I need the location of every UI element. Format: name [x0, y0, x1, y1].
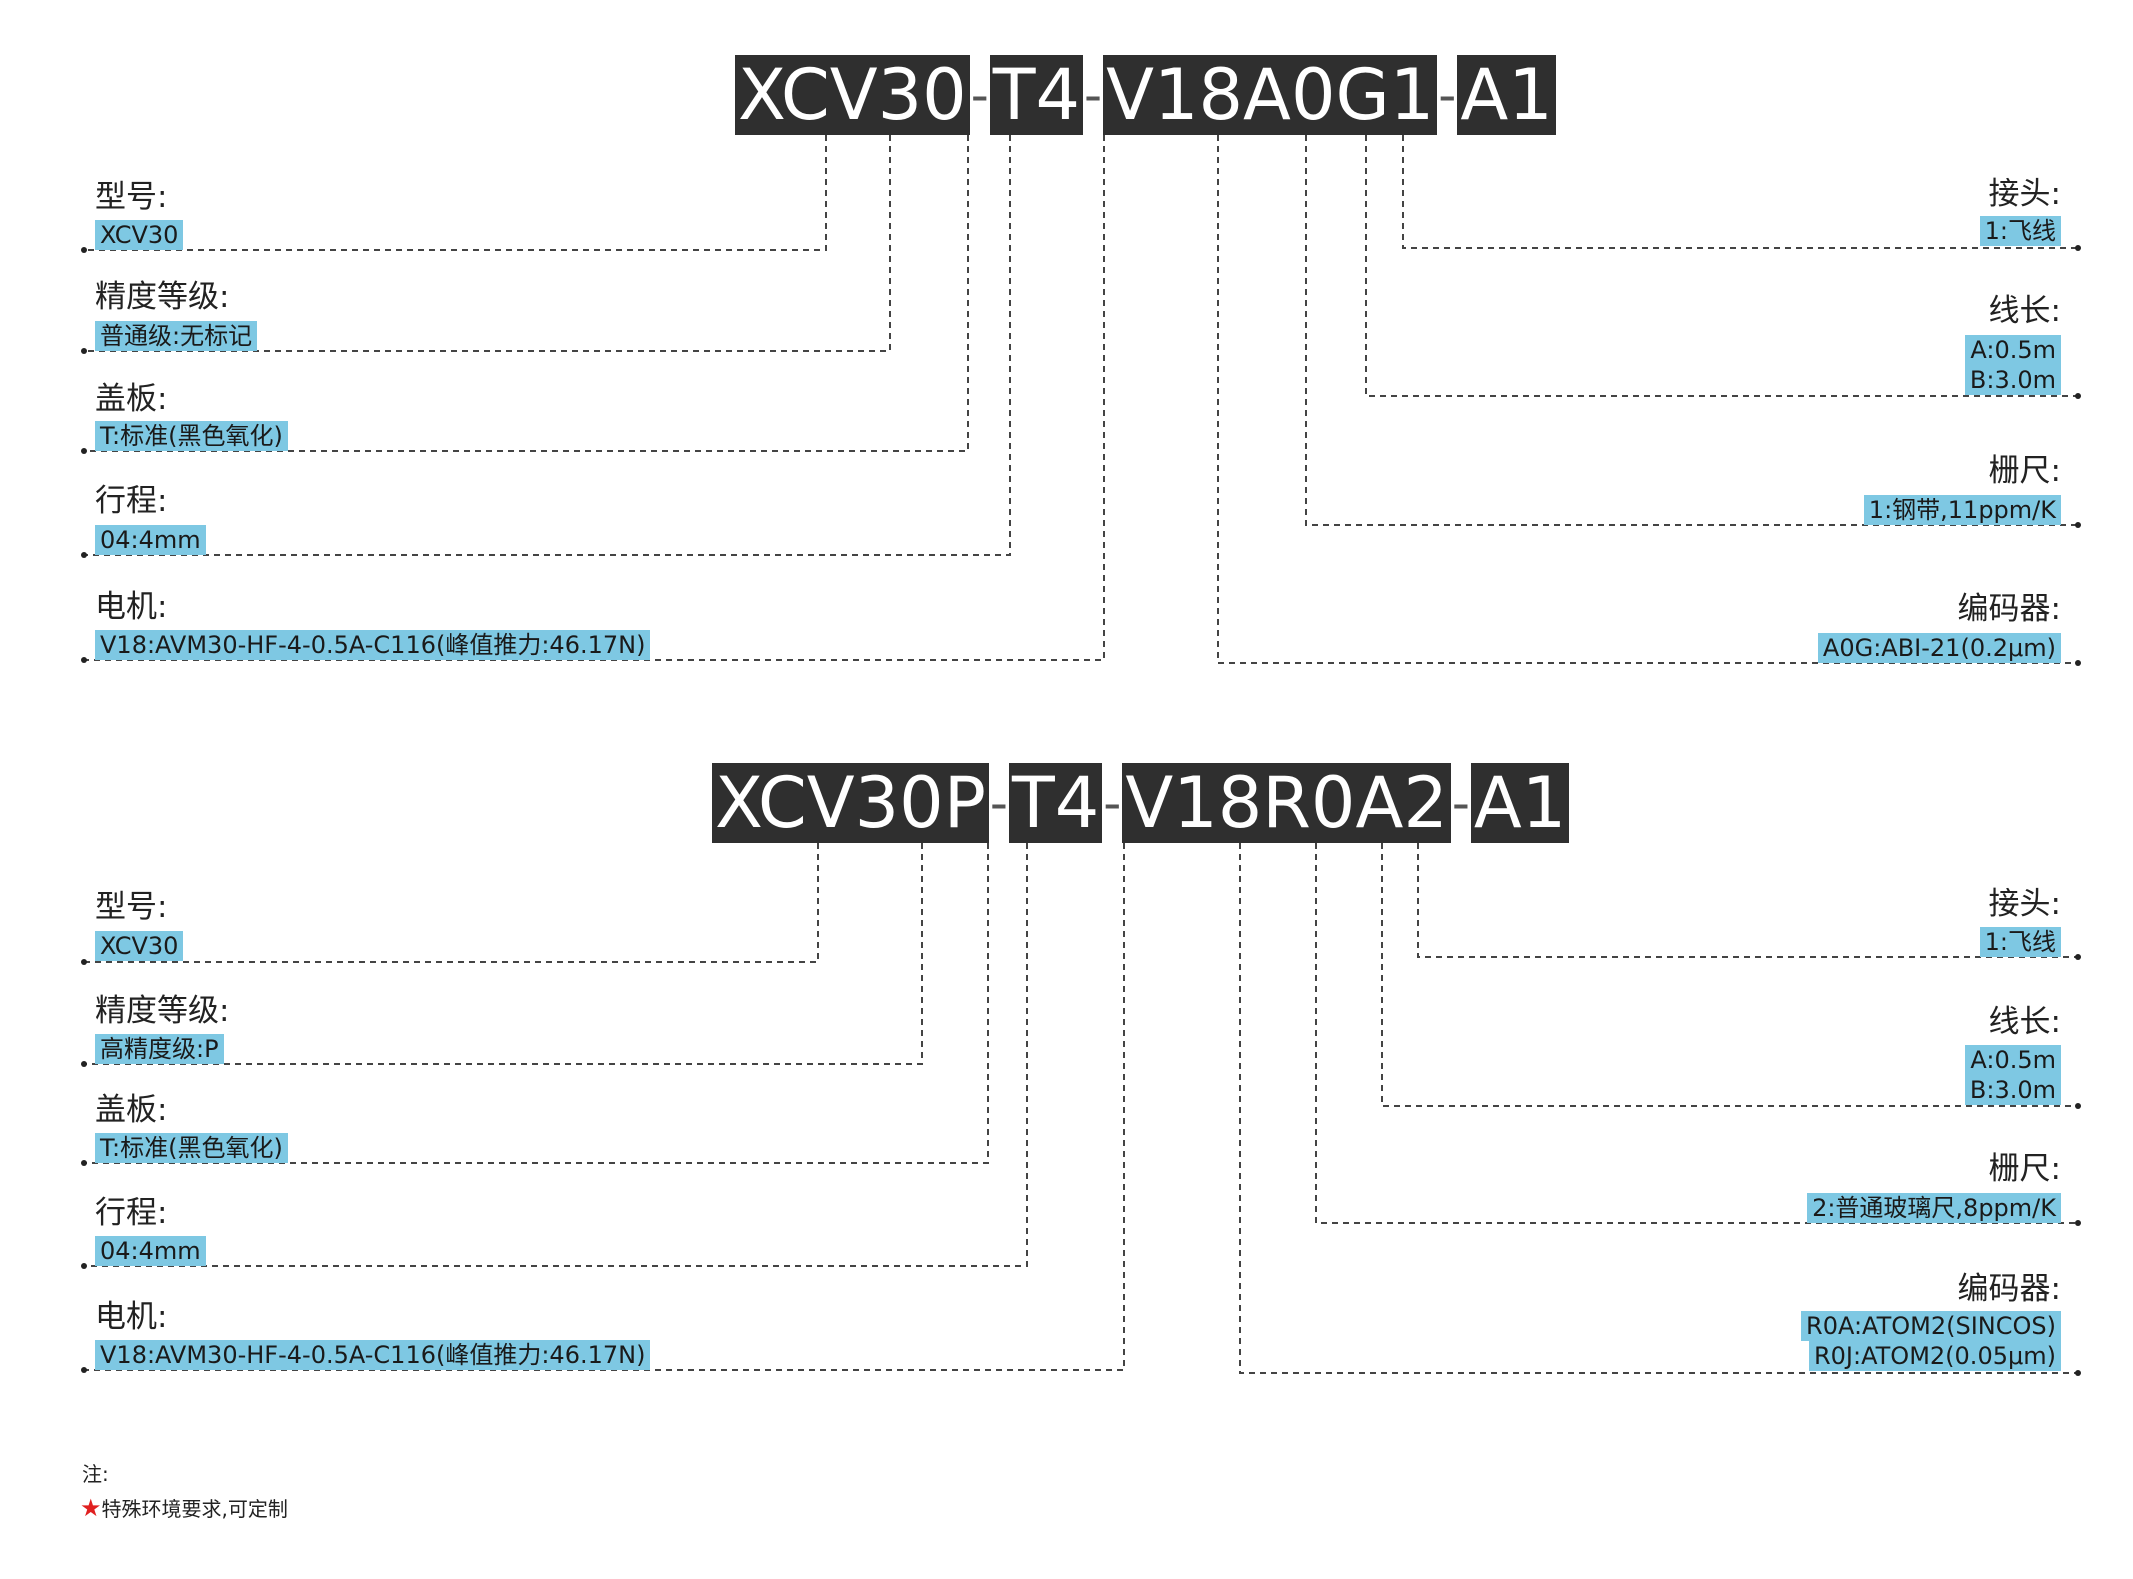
stroke-value: 04:4mm	[95, 1236, 206, 1266]
code-separator: -	[1103, 774, 1122, 832]
encoder-label: 编码器:	[1957, 591, 2061, 627]
leader-scale	[1315, 843, 2076, 1224]
code-separator: -	[1084, 66, 1103, 124]
model-code: XCV30P - T4 - V18R0A2 - A1	[712, 763, 1570, 843]
model-label: 型号:	[95, 179, 168, 215]
leader-dot	[2075, 245, 2081, 251]
leader-accuracy	[86, 135, 891, 352]
connector-value: 1:飞线	[1979, 927, 2061, 957]
code-segment-motor-encoder: V18A0G1	[1103, 55, 1438, 135]
stroke-label: 行程:	[95, 1195, 168, 1231]
leader-lines-1	[81, 135, 2081, 666]
leader-dot	[2075, 1220, 2081, 1226]
leader-dot	[81, 1061, 87, 1067]
cable-length-value-a: A:0.5m	[1965, 335, 2061, 365]
leader-lines-2	[81, 843, 2081, 1376]
leader-dot	[2075, 954, 2081, 960]
note-line: ★特殊环境要求,可定制	[80, 1493, 288, 1522]
cable-length-value-b: B:3.0m	[1964, 365, 2061, 395]
leader-scale	[1305, 135, 2076, 526]
code-segment-cover: T4	[1008, 763, 1103, 843]
motor-value: V18:AVM30-HF-4-0.5A-C116(峰值推力:46.17N)	[95, 630, 651, 660]
leader-motor	[86, 843, 1125, 1371]
leader-stroke	[86, 843, 1028, 1267]
encoder-value-2: R0J:ATOM2(0.05μm)	[1808, 1341, 2061, 1371]
leader-encoder	[1217, 135, 2076, 664]
scale-value: 1:钢带,11ppm/K	[1863, 495, 2061, 525]
scale-value: 2:普通玻璃尺,8ppm/K	[1807, 1193, 2061, 1223]
leader-dot	[81, 448, 87, 454]
code-segment-cover: T4	[989, 55, 1084, 135]
encoder-label: 编码器:	[1957, 1271, 2061, 1307]
cable-length-value-a: A:0.5m	[1965, 1045, 2061, 1075]
star-icon: ★	[80, 1494, 102, 1522]
model-value: XCV30	[95, 220, 184, 250]
code-separator: -	[1451, 774, 1470, 832]
leader-dot	[2075, 522, 2081, 528]
accuracy-label: 精度等级:	[95, 279, 230, 315]
code-segment-motor-encoder: V18R0A2	[1122, 763, 1451, 843]
scale-label: 栅尺:	[1988, 1151, 2061, 1187]
model-code: XCV30 - T4 - V18A0G1 - A1	[735, 55, 1556, 135]
leader-encoder	[1239, 843, 2076, 1374]
leader-dot	[81, 959, 87, 965]
cover-label: 盖板:	[95, 1092, 168, 1128]
motor-label: 电机:	[95, 589, 168, 625]
cable-length-value-b: B:3.0m	[1964, 1075, 2061, 1105]
leader-dot	[81, 1160, 87, 1166]
leader-cover	[86, 135, 969, 452]
code-segment-model: XCV30	[735, 55, 970, 135]
motor-value: V18:AVM30-HF-4-0.5A-C116(峰值推力:46.17N)	[95, 1340, 651, 1370]
cable-length-label: 线长:	[1988, 293, 2061, 329]
stroke-value: 04:4mm	[95, 525, 206, 555]
code-diagram-1: XCV30 - T4 - V18A0G1 - A1 型号: XCV30 精度等级…	[0, 0, 2133, 720]
leader-dot	[2075, 660, 2081, 666]
leader-accuracy	[86, 843, 923, 1065]
leader-model	[86, 135, 827, 251]
code-separator: -	[989, 774, 1008, 832]
scale-label: 栅尺:	[1988, 453, 2061, 489]
leader-dot	[2075, 393, 2081, 399]
leader-connector	[1417, 843, 2076, 958]
note-text: 特殊环境要求,可定制	[101, 1497, 288, 1521]
leader-dot	[81, 247, 87, 253]
cable-length-label: 线长:	[1988, 1004, 2061, 1040]
encoder-value: A0G:ABI-21(0.2μm)	[1817, 633, 2061, 663]
leader-cover	[86, 843, 989, 1164]
accuracy-value: 普通级:无标记	[95, 321, 258, 351]
leader-dot	[81, 348, 87, 354]
leader-dot	[81, 1367, 87, 1373]
code-separator: -	[1438, 66, 1457, 124]
stroke-label: 行程:	[95, 483, 168, 519]
connector-value: 1:飞线	[1979, 216, 2061, 246]
leader-model	[86, 843, 819, 963]
leader-dot	[81, 657, 87, 663]
leader-dot	[81, 1263, 87, 1269]
motor-label: 电机:	[95, 1299, 168, 1335]
leader-motor	[86, 135, 1105, 661]
leader-stroke	[86, 135, 1011, 556]
code-diagram-2: XCV30P - T4 - V18R0A2 - A1 型号: XCV30 精度等…	[0, 708, 2133, 1428]
leader-dot	[2075, 1103, 2081, 1109]
code-segment-cable: A1	[1470, 763, 1570, 843]
encoder-value-1: R0A:ATOM2(SINCOS)	[1801, 1311, 2061, 1341]
leader-dot	[81, 552, 87, 558]
cover-label: 盖板:	[95, 381, 168, 417]
code-segment-cable: A1	[1457, 55, 1556, 135]
model-label: 型号:	[95, 889, 168, 925]
code-segment-model: XCV30P	[712, 763, 989, 843]
note-heading: 注:	[82, 1462, 109, 1486]
model-value: XCV30	[95, 931, 184, 961]
leader-dot	[2075, 1370, 2081, 1376]
cover-value: T:标准(黑色氧化)	[95, 1133, 288, 1163]
leader-connector	[1402, 135, 2076, 249]
connector-label: 接头:	[1988, 176, 2061, 212]
accuracy-label: 精度等级:	[95, 993, 230, 1029]
connector-label: 接头:	[1988, 886, 2061, 922]
code-separator: -	[970, 66, 989, 124]
accuracy-value: 高精度级:P	[95, 1034, 224, 1064]
cover-value: T:标准(黑色氧化)	[95, 421, 288, 451]
